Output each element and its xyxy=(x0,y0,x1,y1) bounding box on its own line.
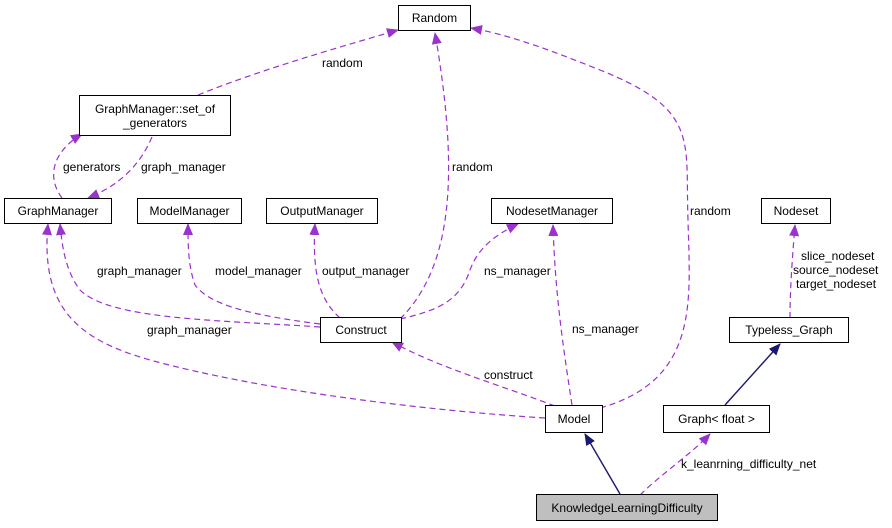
node-typeless-graph[interactable]: Typeless_Graph xyxy=(729,317,849,343)
node-outputmanager[interactable]: OutputManager xyxy=(266,198,378,224)
edge-setgen-random xyxy=(197,28,399,96)
edge-graphfloat-typelessgraph xyxy=(724,343,781,406)
edge-model-construct xyxy=(391,341,556,407)
edge-label-ns-manager-model: ns_manager xyxy=(572,322,639,336)
node-graphmanager[interactable]: GraphManager xyxy=(4,198,112,224)
edge-construct-graphmanager xyxy=(56,223,321,328)
node-graphmanager-set-of-generators[interactable]: GraphManager::set_of _generators xyxy=(79,95,231,136)
edge-label-generators: generators xyxy=(63,160,120,174)
edge-label-k-learning-difficulty-net: k_leanrning_difficulty_net xyxy=(681,457,817,471)
edge-label-output-manager: output_manager xyxy=(322,264,409,278)
edge-label-source-nodeset: source_nodeset xyxy=(793,263,879,277)
edge-construct-random xyxy=(399,32,450,320)
edge-label-graph-manager-setgen: graph_manager xyxy=(141,160,226,174)
node-nodesetmanager[interactable]: NodesetManager xyxy=(491,198,613,224)
node-knowledge-learning-difficulty: KnowledgeLearningDifficulty xyxy=(536,494,718,521)
node-construct[interactable]: Construct xyxy=(320,317,402,343)
node-modelmanager[interactable]: ModelManager xyxy=(137,198,242,224)
edge-model-nodesetmanager xyxy=(548,224,573,406)
edge-label-graph-manager-model: graph_manager xyxy=(147,323,232,337)
node-graph-float[interactable]: Graph< float > xyxy=(663,405,770,433)
edge-model-graphmanager xyxy=(42,223,546,419)
edge-label-graph-manager-construct: graph_manager xyxy=(97,264,182,278)
node-model[interactable]: Model xyxy=(545,405,603,433)
edge-label-model-manager: model_manager xyxy=(215,264,302,278)
edge-label-target-nodeset: target_nodeset xyxy=(796,277,877,291)
edge-label-random-construct: random xyxy=(452,160,493,174)
edge-label-construct: construct xyxy=(484,368,533,382)
edge-label-random-setgen: random xyxy=(322,56,363,70)
edge-knowledge-model xyxy=(584,433,621,495)
edge-label-ns-manager-construct: ns_manager xyxy=(484,264,551,278)
edge-typelessgraph-nodeset xyxy=(789,224,800,319)
edge-construct-nodesetmanager xyxy=(399,223,519,320)
node-random[interactable]: Random xyxy=(398,5,471,31)
edge-construct-modelmanager xyxy=(183,223,321,325)
edge-label-slice-nodeset: slice_nodeset xyxy=(801,249,875,263)
edge-setgen-graphmanager xyxy=(87,136,153,199)
edge-label-random-model: random xyxy=(690,204,731,218)
edge-model-random xyxy=(470,25,690,409)
edge-construct-outputmanager xyxy=(309,223,341,319)
node-nodeset[interactable]: Nodeset xyxy=(761,198,831,224)
edge-knowledge-graphfloat xyxy=(639,433,711,496)
